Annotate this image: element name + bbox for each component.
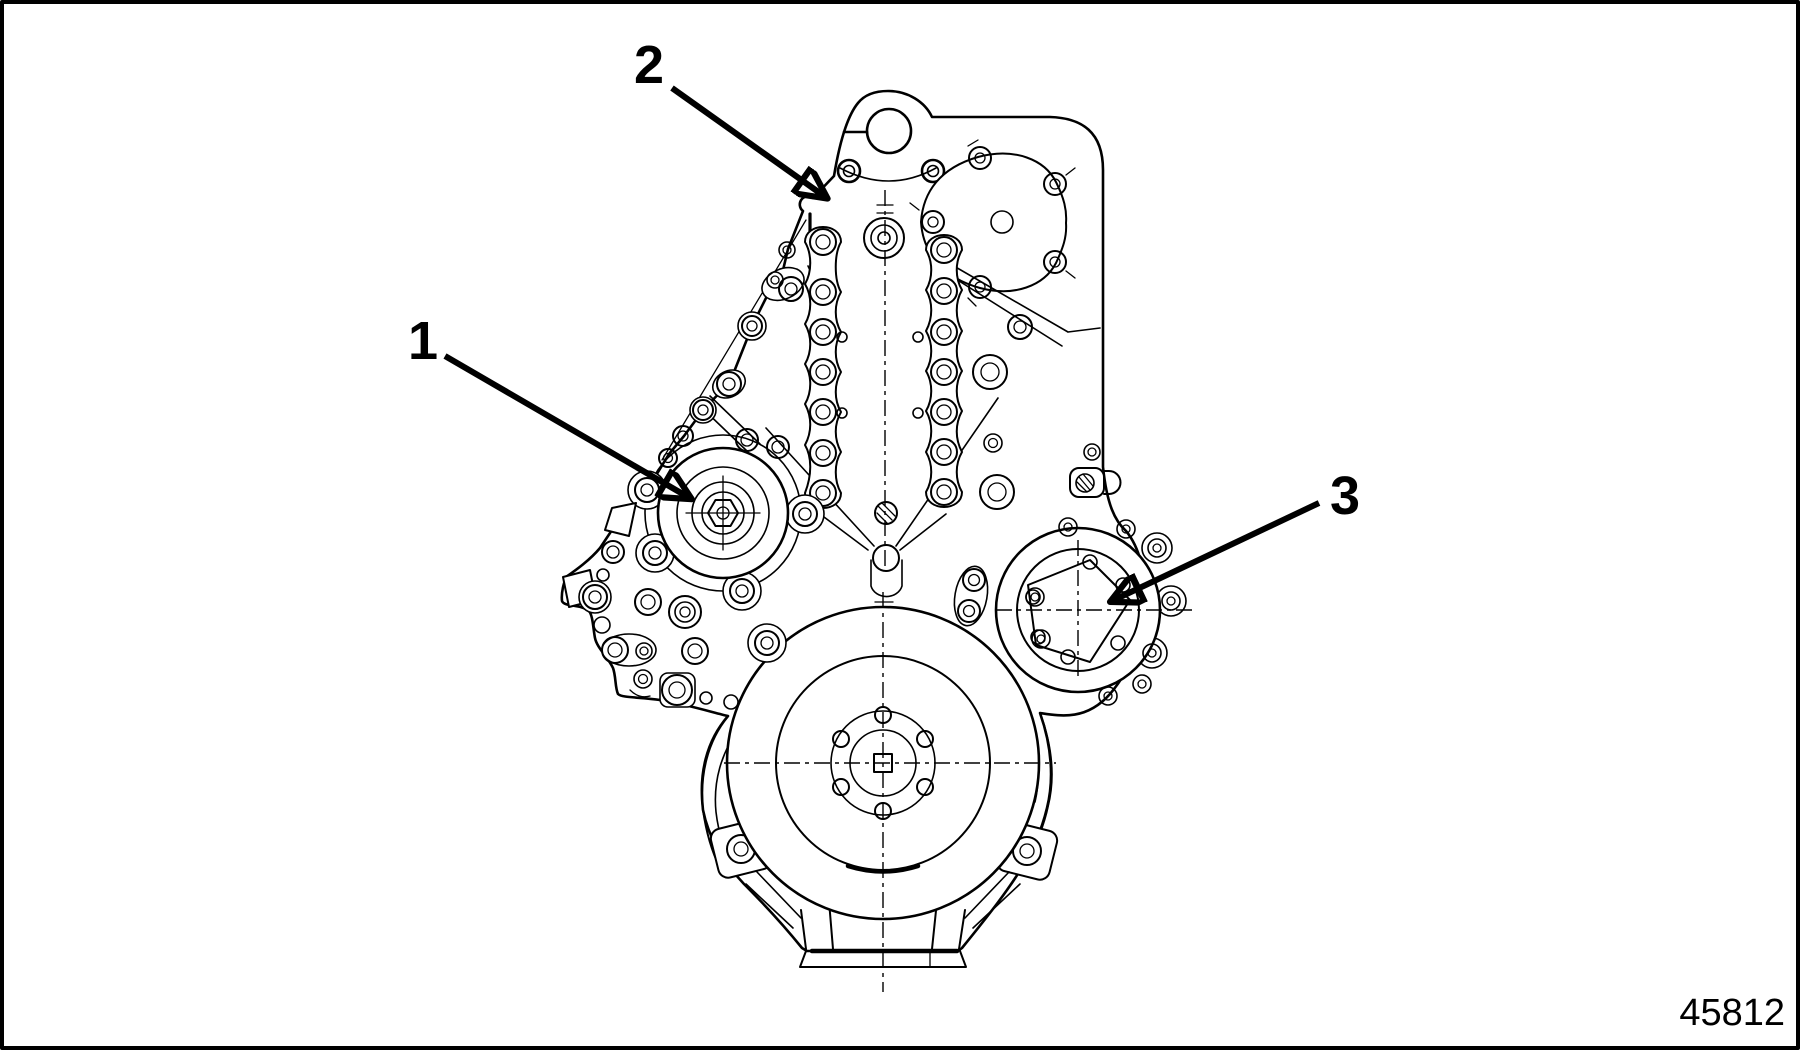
bolt-strip-right xyxy=(925,234,963,508)
center-boss xyxy=(863,217,905,259)
callout-1-label: 1 xyxy=(408,311,438,371)
cover-bolts xyxy=(909,139,1076,307)
pulley-bolt-holes xyxy=(832,706,934,820)
lifting-bracket xyxy=(836,107,946,214)
edge-tab-upper xyxy=(604,502,637,537)
right-edge-tab xyxy=(1069,443,1122,498)
callout-2-label: 2 xyxy=(634,35,664,95)
callout-2: 2 xyxy=(634,35,824,196)
bolt-strip-left xyxy=(804,226,842,509)
front-plate-bolts xyxy=(562,241,1015,710)
callout-2-arrow xyxy=(670,85,824,196)
idler-pulley-assembly xyxy=(627,395,825,611)
callout-1-arrow xyxy=(443,353,688,497)
small-dowel-holes xyxy=(836,331,924,419)
callout-3-arrow xyxy=(1114,500,1321,600)
callout-1: 1 xyxy=(408,311,688,497)
water-pump-mount xyxy=(994,517,1196,706)
figure-number: 45812 xyxy=(1679,992,1785,1034)
centerlines xyxy=(724,190,1056,992)
seal-grommet xyxy=(870,501,903,598)
water-pump-flange-bolts xyxy=(1025,517,1181,706)
callout-3-label: 3 xyxy=(1330,466,1360,526)
callout-3: 3 xyxy=(1114,466,1360,600)
